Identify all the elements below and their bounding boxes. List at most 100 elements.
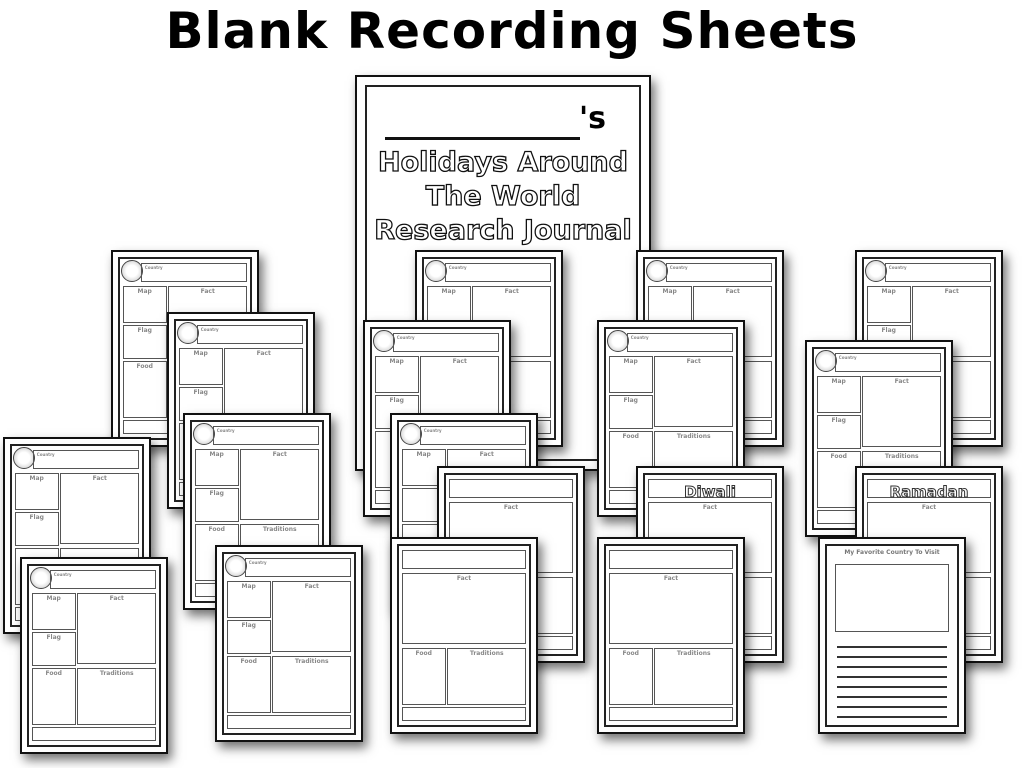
country-badge-icon xyxy=(373,330,395,352)
map-box: Map xyxy=(178,347,223,386)
food-box: Food xyxy=(401,648,446,706)
country-field: Country xyxy=(665,262,773,283)
flag-box: Flag xyxy=(122,325,167,360)
traditions-box: Traditions xyxy=(654,648,734,706)
country-badge-icon xyxy=(121,260,143,282)
country-field: Country xyxy=(392,332,500,353)
map-box: Map xyxy=(647,285,692,324)
flag-box: Flag xyxy=(608,395,653,430)
country-badge-icon xyxy=(225,555,247,577)
writing-line xyxy=(837,646,947,648)
fact-box: Fact xyxy=(224,347,304,420)
holiday-title: Ramadan xyxy=(866,478,992,501)
country-field: Country xyxy=(49,569,157,590)
country-field: Country xyxy=(244,557,352,578)
map-box: Map xyxy=(816,375,861,414)
country-field: Country xyxy=(626,332,734,353)
country-field: Country xyxy=(834,352,942,373)
map-box: Map xyxy=(31,592,76,631)
cover-title-line3: Research Journal xyxy=(374,214,633,246)
favorite-country-heading: My Favorite Country To Visit xyxy=(844,549,940,556)
country-field: Country xyxy=(32,449,140,470)
country-badge-icon xyxy=(13,447,35,469)
map-box: Map xyxy=(194,448,239,487)
country-field: Country xyxy=(212,425,320,446)
map-box: Map xyxy=(608,355,653,394)
fact-box: Fact xyxy=(608,572,734,645)
food-box: Food xyxy=(31,668,76,726)
country-field: Country xyxy=(444,262,552,283)
drawing-box xyxy=(834,563,950,632)
map-box: Map xyxy=(426,285,471,324)
fact-box: Fact xyxy=(240,448,320,521)
map-box: Map xyxy=(122,285,167,324)
map-box: Map xyxy=(374,355,419,394)
footer-box xyxy=(608,707,734,722)
country-badge-icon xyxy=(607,330,629,352)
country-badge-icon xyxy=(646,260,668,282)
food-box: Food xyxy=(608,648,653,706)
writing-line xyxy=(837,676,947,678)
country-field: Country xyxy=(196,324,304,345)
flag-box: Flag xyxy=(14,512,59,547)
flag-box: Flag xyxy=(31,632,76,667)
writing-line xyxy=(837,656,947,658)
traditions-box: Traditions xyxy=(447,648,527,706)
country-field: Country xyxy=(419,425,527,446)
fact-box: Fact xyxy=(77,592,157,665)
writing-line xyxy=(837,666,947,668)
map-box: Map xyxy=(14,472,59,511)
map-box: Map xyxy=(866,285,911,324)
writing-line xyxy=(837,696,947,698)
writing-line xyxy=(837,716,947,718)
country-badge-icon xyxy=(425,260,447,282)
country-badge-icon xyxy=(177,322,199,344)
fact-box: Fact xyxy=(272,580,352,653)
fact-box: Fact xyxy=(654,355,734,428)
page-title: Blank Recording Sheets xyxy=(165,2,859,60)
fact-box: Fact xyxy=(60,472,140,545)
writing-line xyxy=(837,706,947,708)
country-badge-icon xyxy=(865,260,887,282)
country-badge-icon xyxy=(30,567,52,589)
footer-box xyxy=(401,707,527,722)
traditions-box: Traditions xyxy=(77,668,157,726)
header-box xyxy=(401,549,527,570)
country-badge-icon xyxy=(193,423,215,445)
map-box: Map xyxy=(226,580,271,619)
header-box xyxy=(448,478,574,499)
country-badge-icon xyxy=(815,350,837,372)
food-box: Food xyxy=(608,431,653,489)
name-blank-line xyxy=(385,137,580,140)
header-box xyxy=(608,549,734,570)
cover-title-line2: The World xyxy=(425,180,581,212)
flag-box: Flag xyxy=(226,620,271,655)
country-field: Country xyxy=(884,262,992,283)
fact-box: Fact xyxy=(401,572,527,645)
country-field: Country xyxy=(140,262,248,283)
food-box: Food xyxy=(122,361,167,419)
food-box: Food xyxy=(226,656,271,714)
flag-box: Flag xyxy=(194,488,239,523)
footer-box xyxy=(31,727,157,742)
fact-box: Fact xyxy=(862,375,942,448)
footer-box xyxy=(226,715,352,730)
holiday-title: Diwali xyxy=(647,478,773,501)
country-badge-icon xyxy=(400,423,422,445)
possessive-text: 's xyxy=(579,101,607,136)
writing-line xyxy=(837,686,947,688)
flag-box: Flag xyxy=(816,415,861,450)
sheet-border: My Favorite Country To Visit xyxy=(825,544,959,727)
traditions-box: Traditions xyxy=(272,656,352,714)
cover-title-line1: Holidays Around xyxy=(377,146,628,178)
favorite-recording-sheet: My Favorite Country To Visit xyxy=(818,537,966,734)
